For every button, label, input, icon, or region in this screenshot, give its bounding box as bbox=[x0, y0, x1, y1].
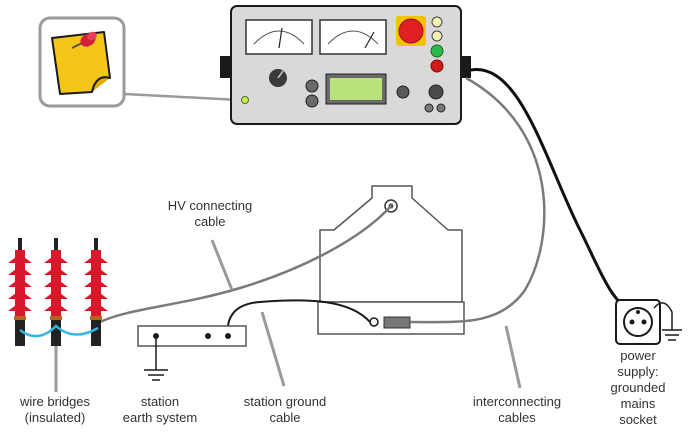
status-led bbox=[241, 96, 249, 104]
ground-symbol-icon bbox=[662, 329, 682, 341]
sticky-note-icon bbox=[51, 31, 111, 95]
small-button-1[interactable] bbox=[305, 79, 319, 93]
small-button-3[interactable] bbox=[424, 103, 434, 113]
test-instrument bbox=[220, 5, 471, 125]
small-button-2[interactable] bbox=[305, 94, 319, 108]
label-power-supply: power supply: grounded mains socket bbox=[610, 348, 666, 427]
insulator-3 bbox=[84, 238, 108, 346]
selector-knob[interactable] bbox=[269, 69, 287, 87]
hv-test-transformer bbox=[317, 185, 465, 335]
label-station-ground-cable: station ground cable bbox=[243, 394, 327, 425]
label-station-earth-system: station earth system bbox=[122, 394, 198, 425]
analog-meter-left bbox=[245, 19, 313, 55]
menu-button[interactable] bbox=[396, 85, 410, 99]
fine-adjust-knob[interactable] bbox=[428, 84, 444, 100]
note-callout bbox=[38, 16, 241, 108]
insulator-1 bbox=[8, 238, 32, 346]
start-button-green[interactable] bbox=[430, 44, 444, 58]
analog-meter-right bbox=[319, 19, 387, 55]
station-earth-bar bbox=[137, 325, 247, 381]
label-wire-bridges: wire bridges (insulated) bbox=[19, 394, 91, 425]
hv-connecting-cable bbox=[99, 205, 392, 324]
station-ground-cable bbox=[226, 299, 371, 337]
interconnecting-cable bbox=[409, 76, 546, 324]
insulator-2 bbox=[44, 238, 68, 346]
emergency-stop-button[interactable] bbox=[396, 16, 426, 46]
pushpin-icon bbox=[71, 31, 97, 49]
lcd-display bbox=[325, 73, 387, 105]
small-button-4[interactable] bbox=[436, 103, 446, 113]
label-interconnecting-cables: interconnecting cables bbox=[472, 394, 562, 425]
stop-button-red[interactable] bbox=[430, 59, 444, 73]
power-socket bbox=[615, 299, 661, 345]
indicator-light-white-1 bbox=[431, 16, 443, 28]
mains-cable bbox=[469, 68, 634, 314]
indicator-light-white-2 bbox=[431, 30, 443, 42]
wire-bridges bbox=[19, 324, 99, 338]
label-hv-connecting-cable: HV connecting cable bbox=[167, 198, 253, 229]
